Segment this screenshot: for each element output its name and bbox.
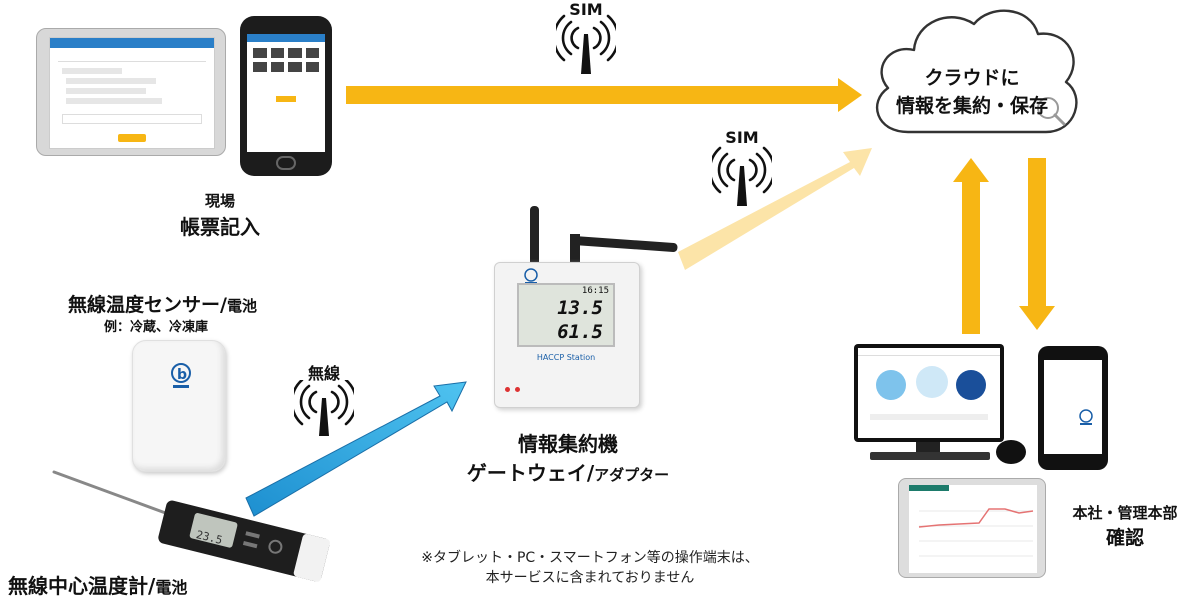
thermometer-title-main: 無線中心温度計/ (8, 574, 156, 598)
pc-monitor (854, 344, 1004, 442)
arrow-tablet-to-cloud (346, 78, 862, 112)
thermometer-power: 電池 (155, 578, 188, 597)
mouse-icon (996, 440, 1026, 464)
keyboard (870, 452, 990, 460)
led-indicator (505, 387, 510, 392)
disclaimer-note: ※タブレット・PC・スマートフォン等の操作端末は、 本サービスに含まれておりませ… (398, 548, 782, 588)
gateway-lcd: 16:15 13.5 61.5 (517, 283, 615, 347)
gateway-brand: HACCP Station (536, 353, 596, 362)
hq-label-line1: 本社・管理本部 (1072, 504, 1178, 522)
probe-thermometer-device (52, 470, 330, 582)
antenna-signal-icon (294, 380, 354, 436)
lcd-humidity: 61.5 (557, 321, 603, 343)
brand-logo-icon (1079, 409, 1093, 425)
tablet-device (898, 478, 1046, 578)
gateway-label: 情報集約機 ゲートウェイ/アダプター (448, 428, 688, 486)
note-line1: ※タブレット・PC・スマートフォン等の操作端末は、 (421, 550, 759, 566)
note-line2: 本サービスに含まれておりません (485, 570, 695, 586)
sensor-power: 電池 (226, 297, 257, 315)
smartphone-device (1038, 346, 1108, 470)
antenna-signal-icon (556, 14, 616, 74)
arrow-gateway-to-cloud (678, 148, 872, 270)
onsite-label-line1: 現場 (204, 192, 235, 210)
led-indicator (515, 387, 520, 392)
brand-logo-icon: b (171, 363, 191, 388)
svg-text:b: b (177, 367, 187, 383)
sim-label-top: SIM (569, 0, 603, 19)
thermometer-title: 無線中心温度計/電池 (8, 570, 187, 599)
onsite-label: 現場 帳票記入 (150, 190, 290, 240)
sim-label-mid: SIM (725, 128, 759, 147)
hq-label: 本社・管理本部 確認 (1060, 502, 1190, 550)
sensor-example: 例：冷蔵、冷凍庫 (104, 320, 209, 335)
tablet-line-chart (918, 508, 1034, 557)
arrow-cloud-to-pc (1019, 158, 1055, 330)
cloud-label-line1: クラウドに (924, 67, 1020, 89)
smartphone-device (240, 16, 332, 176)
wireless-label: 無線 (307, 364, 340, 383)
gateway-label-small: アダプター (594, 466, 670, 484)
sensor-title: 無線温度センサー/電池 (68, 290, 257, 317)
sensor-title-main: 無線温度センサー/ (68, 294, 227, 316)
cloud-label: クラウドに 情報を集約・保存 (870, 64, 1074, 120)
gateway-label-line2: ゲートウェイ/アダプター (448, 457, 688, 486)
tablet-chart-screen (909, 485, 1037, 573)
tablet-device (36, 28, 226, 156)
antenna-signal-icon (712, 146, 772, 206)
cloud-label-line2: 情報を集約・保存 (895, 95, 1048, 117)
lcd-time: 16:15 (581, 286, 609, 296)
gateway-antennas (530, 206, 678, 268)
phone-screen (247, 34, 325, 152)
cloud-icon (875, 9, 1078, 134)
home-button (276, 156, 296, 170)
gateway-device: 16:15 13.5 61.5 HACCP Station (494, 262, 640, 408)
monitor-screen (858, 348, 1000, 438)
wireless-sensor-device: b (132, 340, 226, 472)
onsite-label-line2: 帳票記入 (180, 215, 260, 239)
arrow-probe-to-gateway (245, 381, 467, 517)
gateway-label-main: ゲートウェイ/ (466, 461, 595, 485)
lcd-temperature: 13.5 (557, 297, 603, 319)
monitor-stand (916, 442, 940, 454)
phone-screen (1044, 360, 1102, 454)
tablet-screen (49, 37, 215, 149)
arrow-pc-to-cloud (953, 158, 989, 334)
gateway-label-line1: 情報集約機 (518, 432, 618, 456)
hq-label-line2: 確認 (1105, 527, 1144, 549)
